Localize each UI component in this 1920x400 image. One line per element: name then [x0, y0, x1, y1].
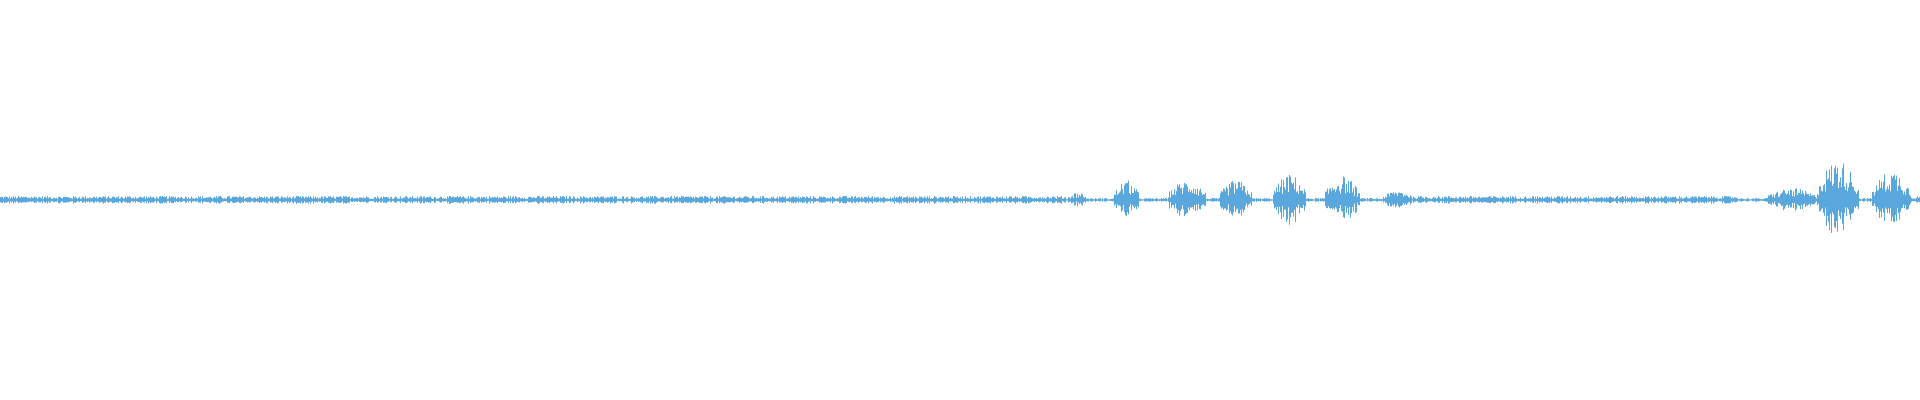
- waveform-bars: [0, 163, 1920, 233]
- waveform-path: [0, 163, 1920, 233]
